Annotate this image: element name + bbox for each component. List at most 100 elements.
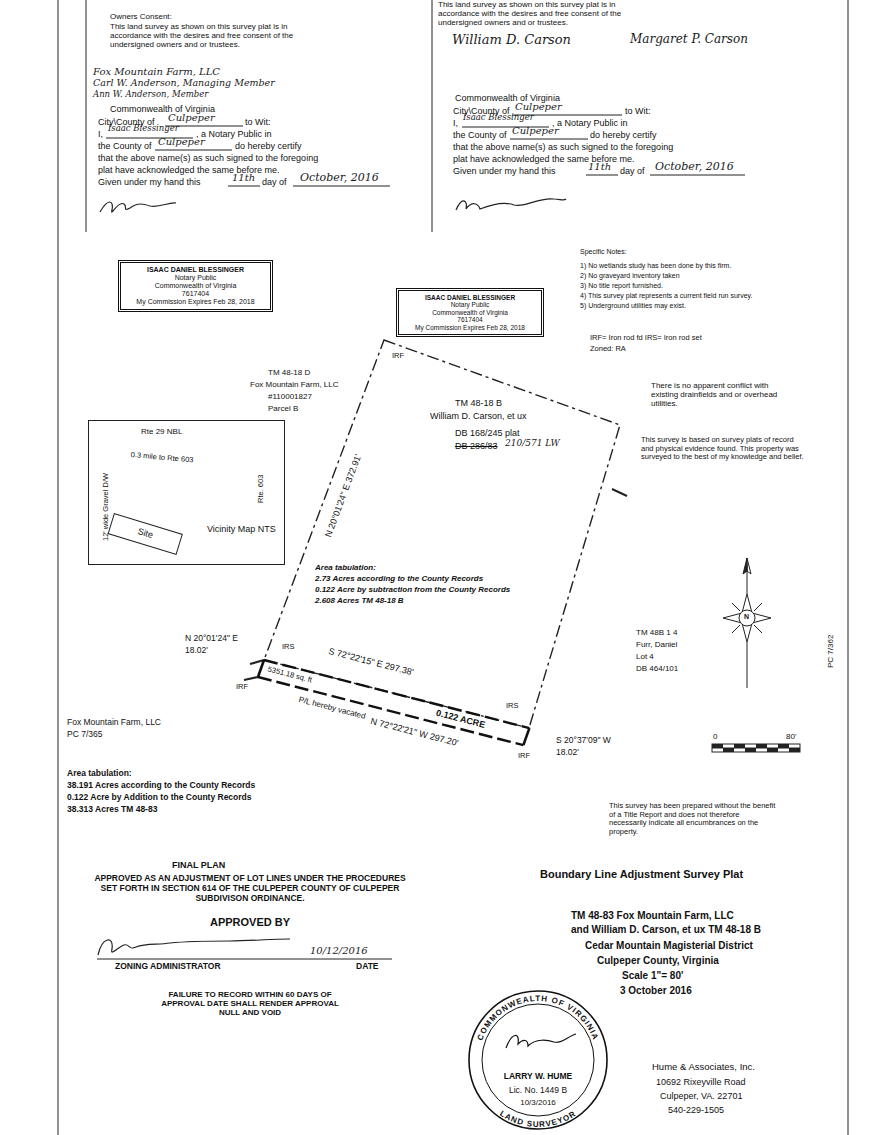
- signature: [98, 939, 290, 955]
- plat-text: , a Notary Public in: [196, 129, 272, 139]
- stamp-text: 7617404: [125, 290, 266, 298]
- shape-text: DB 286/83: [455, 441, 498, 451]
- plat-text: S 72°22'15" E 297.38': [327, 646, 414, 678]
- stamp-text: My Commission Expires Feb 28, 2018: [403, 324, 537, 331]
- plat-text: ZONING ADMINISTRATOR: [115, 962, 221, 972]
- seal-ring: [469, 991, 607, 1129]
- seal-outline: COMMONWEALTH OF VIRGINIALAND SURVEYOR: [468, 990, 608, 1130]
- signature: [100, 202, 176, 212]
- plat-text: APPROVED BY: [90, 916, 410, 929]
- stamp-text: ISAAC DANIEL BLESSINGER: [403, 294, 537, 301]
- handwritten-entry: Isaac Blessinger: [108, 124, 179, 134]
- plat-text: TM 48B 1 4: [636, 628, 677, 637]
- strip-line: [258, 677, 523, 745]
- plat-text: 80': [786, 732, 796, 741]
- shape-text: 0.3 mile to Rte 603: [130, 451, 193, 465]
- plat-text: Parcel B: [268, 404, 298, 413]
- seal-text-path: LAND SURVEYOR: [498, 1109, 578, 1129]
- seal-text: LARRY W. HUME: [468, 1072, 608, 1082]
- plat-text: Owners Consent:: [110, 12, 172, 21]
- shape-text: 210/571 LW: [505, 438, 560, 448]
- stamp-text: Notary Public: [125, 274, 266, 282]
- shape-text: 5351.18 sq. ft: [267, 665, 313, 685]
- plat-text: Area tabulation:: [315, 563, 376, 572]
- sheet-border: [58, 0, 59, 1135]
- plat-text: Given under my hand this: [98, 177, 201, 187]
- plat-text: Culpeper, VA. 22701: [660, 1091, 742, 1101]
- plat-text: IRF: [392, 352, 404, 361]
- plat-text: This survey is based on survey plats of …: [641, 436, 806, 462]
- plat-text: I,: [453, 118, 458, 128]
- plat-text: FINAL PLAN: [172, 860, 225, 870]
- plat-text: #110001827: [268, 392, 312, 401]
- plat-text: IRS: [282, 643, 295, 652]
- surveyor-seal: COMMONWEALTH OF VIRGINIALAND SURVEYORLAR…: [468, 990, 608, 1130]
- handwritten-entry: October, 2016: [300, 172, 379, 185]
- stamp-text: Notary Public: [403, 301, 537, 308]
- sheet-border: [848, 0, 849, 1135]
- plat-text: Lot 4: [636, 652, 654, 661]
- handwritten-entry: Culpeper: [512, 125, 559, 137]
- shape-text: Rte 29 NBL: [141, 427, 182, 436]
- plat-text: the County of: [453, 130, 507, 140]
- plat-text: 18.02': [185, 646, 208, 656]
- plat-text: Fox Mountain Farm, LLC: [67, 718, 161, 728]
- plat-text: N 20°01'24" E 372.91': [323, 453, 364, 539]
- plat-text: Furr, Daniel: [636, 640, 677, 649]
- plat-text: and William D. Carson, et ux TM 48-18 B: [571, 924, 761, 936]
- handwritten-entry: Ann W. Anderson, Member: [93, 90, 208, 100]
- plat-text: IRF: [518, 752, 530, 761]
- blank-line: [586, 175, 618, 176]
- plat-text: N 20°01'24" E: [185, 634, 238, 644]
- block-border: [432, 0, 433, 232]
- plat-text: 4) This survey plat represents a current…: [580, 292, 752, 300]
- plat-text: I,: [98, 129, 103, 139]
- handwritten-entry: Isaac Blessinger: [463, 113, 534, 123]
- signature: [456, 199, 566, 210]
- plat-text: IRS: [506, 702, 519, 711]
- plat-text: IRF: [236, 683, 248, 692]
- plat-text: day of: [262, 177, 287, 187]
- plat-text: 38.313 Acres TM 48-83: [67, 805, 157, 815]
- signature-line: [97, 959, 392, 960]
- seal-text: LAND SURVEYOR: [498, 1109, 578, 1129]
- stamp-text: My Commission Expires Feb 28, 2018: [125, 298, 266, 306]
- block-border: [86, 0, 87, 232]
- plat-text: PC 7/365: [67, 730, 102, 740]
- plat-text: that the above name(s) as such signed to…: [98, 153, 318, 163]
- shape-text: DB 168/245 plat: [455, 428, 520, 438]
- seal-text: 10/3/2016: [468, 1098, 608, 1107]
- compass-star: [723, 594, 771, 642]
- vicinity-map: Rte 29 NBL0.3 mile to Rte 60312' wide Gr…: [88, 420, 285, 565]
- notary-stamp: ISAAC DANIEL BLESSINGERNotary PublicComm…: [118, 260, 273, 312]
- handwritten-entry: 10/12/2016: [310, 945, 368, 957]
- north-needle: [747, 642, 748, 688]
- shape-text: Vicinity Map NTS: [207, 524, 269, 534]
- shape-text: Site: [110, 518, 180, 548]
- plat-text: P/L hereby vacated: [298, 695, 367, 721]
- plat-text: 0.122 Acre by subtraction from the Count…: [315, 585, 510, 594]
- handwritten-entry: Culpeper: [515, 101, 562, 113]
- plat-text: Cedar Mountain Magisterial District: [585, 940, 753, 952]
- plat-text: FAILURE TO RECORD WITHIN 60 DAYS OF APPR…: [150, 990, 350, 1018]
- plat-title: Boundary Line Adjustment Survey Plat: [540, 868, 743, 881]
- plat-text: Culpeper County, Virginia: [597, 955, 719, 967]
- stamp-text: ISAAC DANIEL BLESSINGER: [125, 266, 266, 274]
- plat-text: Specific Notes:: [580, 248, 627, 256]
- compass-spikes: [732, 603, 762, 633]
- plat-text: 2.608 Acres TM 48-18 B: [315, 596, 404, 605]
- blank-line: [293, 186, 390, 187]
- plat-text: do hereby certify: [235, 141, 302, 151]
- parcel-boundary: [264, 340, 620, 728]
- plat-text: S 20°37'09" W: [556, 736, 611, 746]
- blank-line: [228, 186, 260, 187]
- plat-text: TM 48-83 Fox Mountain Farm, LLC: [571, 910, 734, 922]
- site-box: Site: [108, 513, 183, 555]
- handwritten-entry: Carl W. Anderson, Managing Member: [93, 78, 275, 89]
- handwritten-entry: 11th: [588, 161, 611, 173]
- plat-text: Scale 1"= 80': [622, 970, 683, 982]
- seal-text: Lic. No. 1449 B: [468, 1086, 608, 1096]
- plat-text: DB 464/101: [636, 664, 678, 673]
- plat-text: PC 7/362: [826, 635, 835, 668]
